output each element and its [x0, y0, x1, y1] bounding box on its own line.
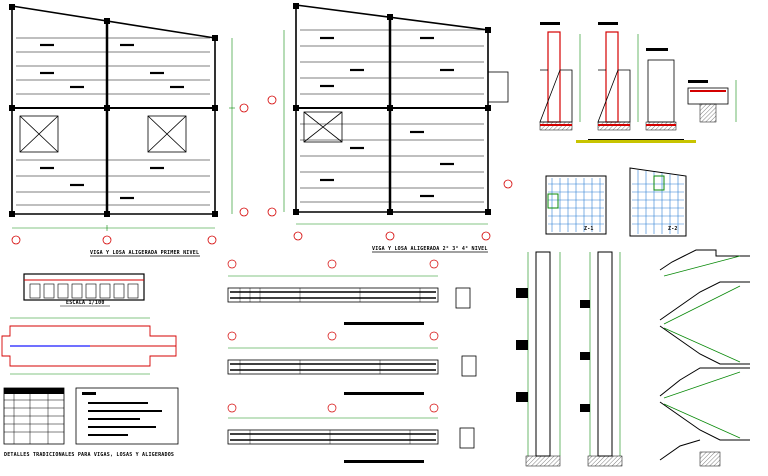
label-z1: Z-1	[584, 226, 594, 232]
beam-elevations	[227, 259, 477, 463]
caption-plan-upper-levels: VIGA Y LOSA ALIGERADA 2° 3° 4° NIVEL	[372, 246, 488, 252]
label-z2: Z-2	[668, 226, 678, 232]
caption-details: DETALLES TRADICIONALES PARA VIGAS, LOSAS…	[4, 452, 174, 458]
foundation-plan	[1, 317, 177, 375]
column-elevations	[516, 251, 623, 467]
front-elevation: ESCALA 1/100	[23, 273, 145, 307]
footing-mesh-z2: Z-2	[629, 167, 687, 237]
column-footing-details	[539, 22, 737, 143]
floor-plan-upper-levels: VIGA Y LOSA ALIGERADA 2° 3° 4° NIVEL	[267, 3, 513, 253]
reinforcement-table	[3, 387, 65, 445]
general-notes	[75, 387, 179, 445]
caption-plan-first-level: VIGA Y LOSA ALIGERADA PRIMER NIVEL	[90, 250, 199, 256]
footing-mesh-z1: Z-1	[545, 175, 607, 235]
stair-section	[659, 249, 750, 467]
caption-elevation: ESCALA 1/100	[66, 300, 105, 306]
floor-plan-first-level: VIGA Y LOSA ALIGERADA PRIMER NIVEL	[9, 4, 249, 257]
